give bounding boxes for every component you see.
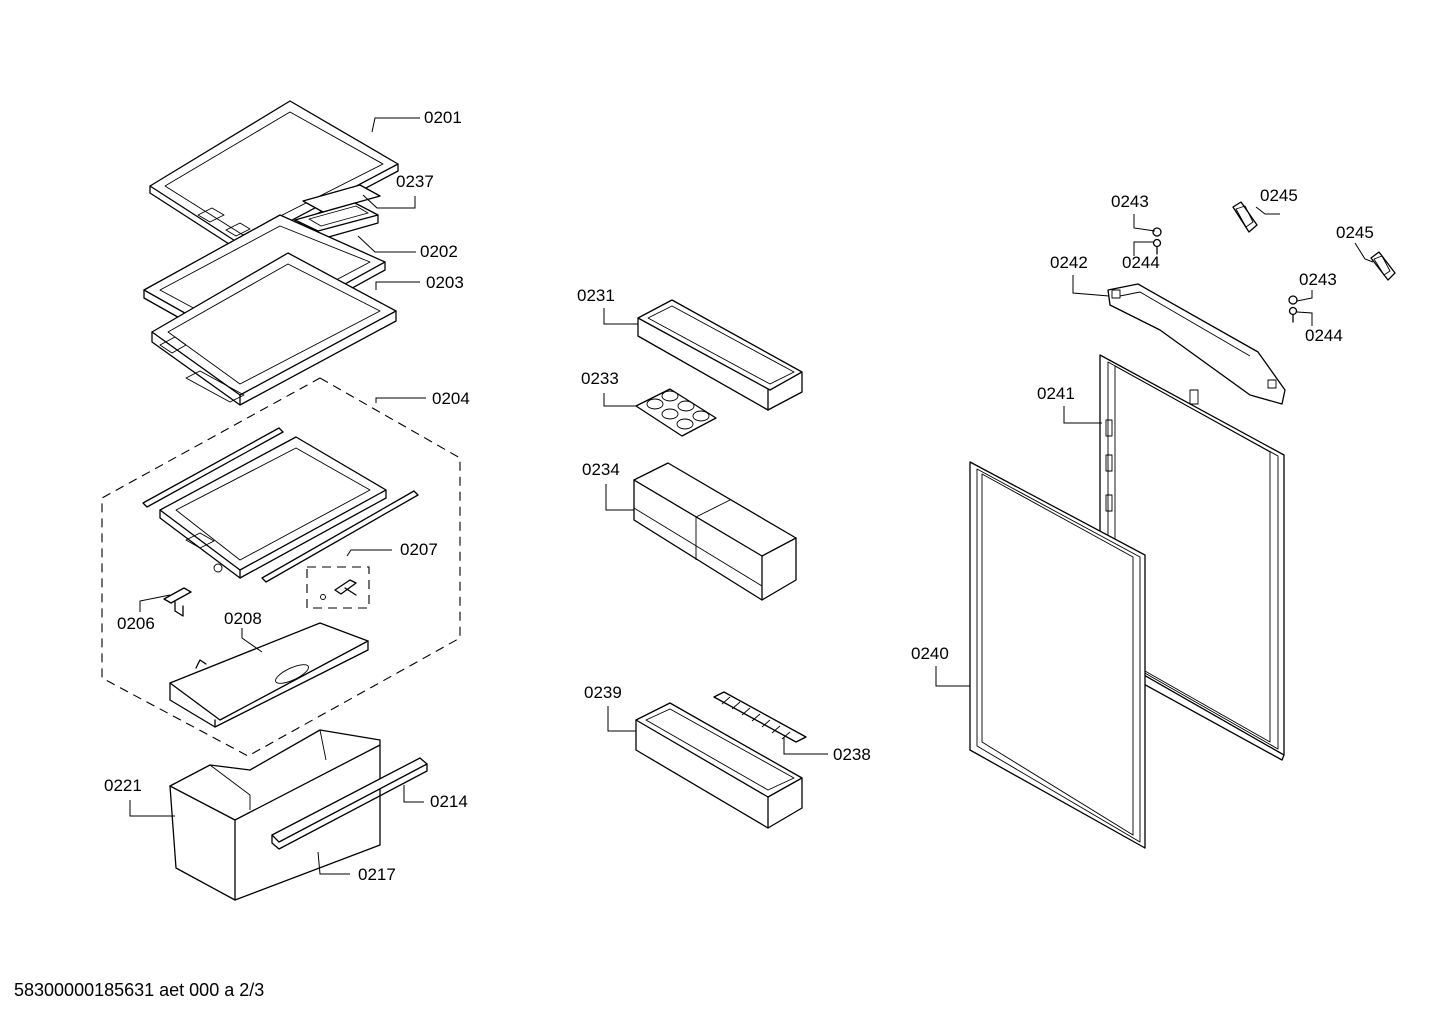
part-0203-shelf-frame (151, 252, 397, 406)
label-0202: 0202 (420, 242, 458, 261)
label-0244-top: 0244 (1122, 253, 1160, 272)
label-0238: 0238 (833, 745, 871, 764)
part-0245-bracket-a (1232, 201, 1258, 233)
label-0221: 0221 (104, 776, 142, 795)
part-0238-bottle-retainer (713, 691, 807, 743)
part-0243-screw-right (1288, 295, 1298, 323)
label-0214: 0214 (430, 792, 468, 811)
part-0239-bottle-shelf (635, 702, 803, 829)
document-id-footer: 58300000185631 aet 000 a 2/3 (14, 980, 265, 1000)
part-0214-handle-bar (271, 757, 428, 850)
label-0245-b: 0245 (1336, 223, 1374, 242)
label-0237: 0237 (396, 172, 434, 191)
label-0203: 0203 (426, 273, 464, 292)
label-0201: 0201 (424, 108, 462, 127)
part-0243-screw-top (1152, 227, 1162, 255)
label-0245-a: 0245 (1260, 186, 1298, 205)
part-0204-shelf-assembly (142, 427, 419, 583)
label-0234: 0234 (582, 460, 620, 479)
part-0234-butter-box (633, 462, 797, 601)
label-0207: 0207 (400, 540, 438, 559)
label-0242: 0242 (1050, 253, 1088, 272)
label-0243-top: 0243 (1111, 192, 1149, 211)
label-0240: 0240 (911, 644, 949, 663)
label-0206: 0206 (117, 614, 155, 633)
part-0240-door-gasket (969, 461, 1146, 849)
part-0231-door-shelf (637, 299, 803, 411)
label-0241: 0241 (1037, 384, 1075, 403)
part-0245-bracket-b (1370, 251, 1396, 281)
label-0208: 0208 (224, 609, 262, 628)
part-0233-egg-tray (635, 388, 717, 437)
leader-lines (129, 117, 1374, 875)
part-0208-cover-plate (169, 622, 369, 728)
label-0204: 0204 (432, 389, 470, 408)
label-0239: 0239 (584, 683, 622, 702)
label-0233: 0233 (581, 369, 619, 388)
part-0242-hinge-plate (1107, 283, 1286, 405)
part-0206-clip (163, 587, 192, 617)
label-0231: 0231 (577, 286, 615, 305)
label-0244-right: 0244 (1305, 326, 1343, 345)
part-0207-bracket (306, 566, 370, 609)
label-0243-right: 0243 (1299, 270, 1337, 289)
label-0217: 0217 (358, 865, 396, 884)
part-0221-crisper-drawer (169, 729, 381, 901)
